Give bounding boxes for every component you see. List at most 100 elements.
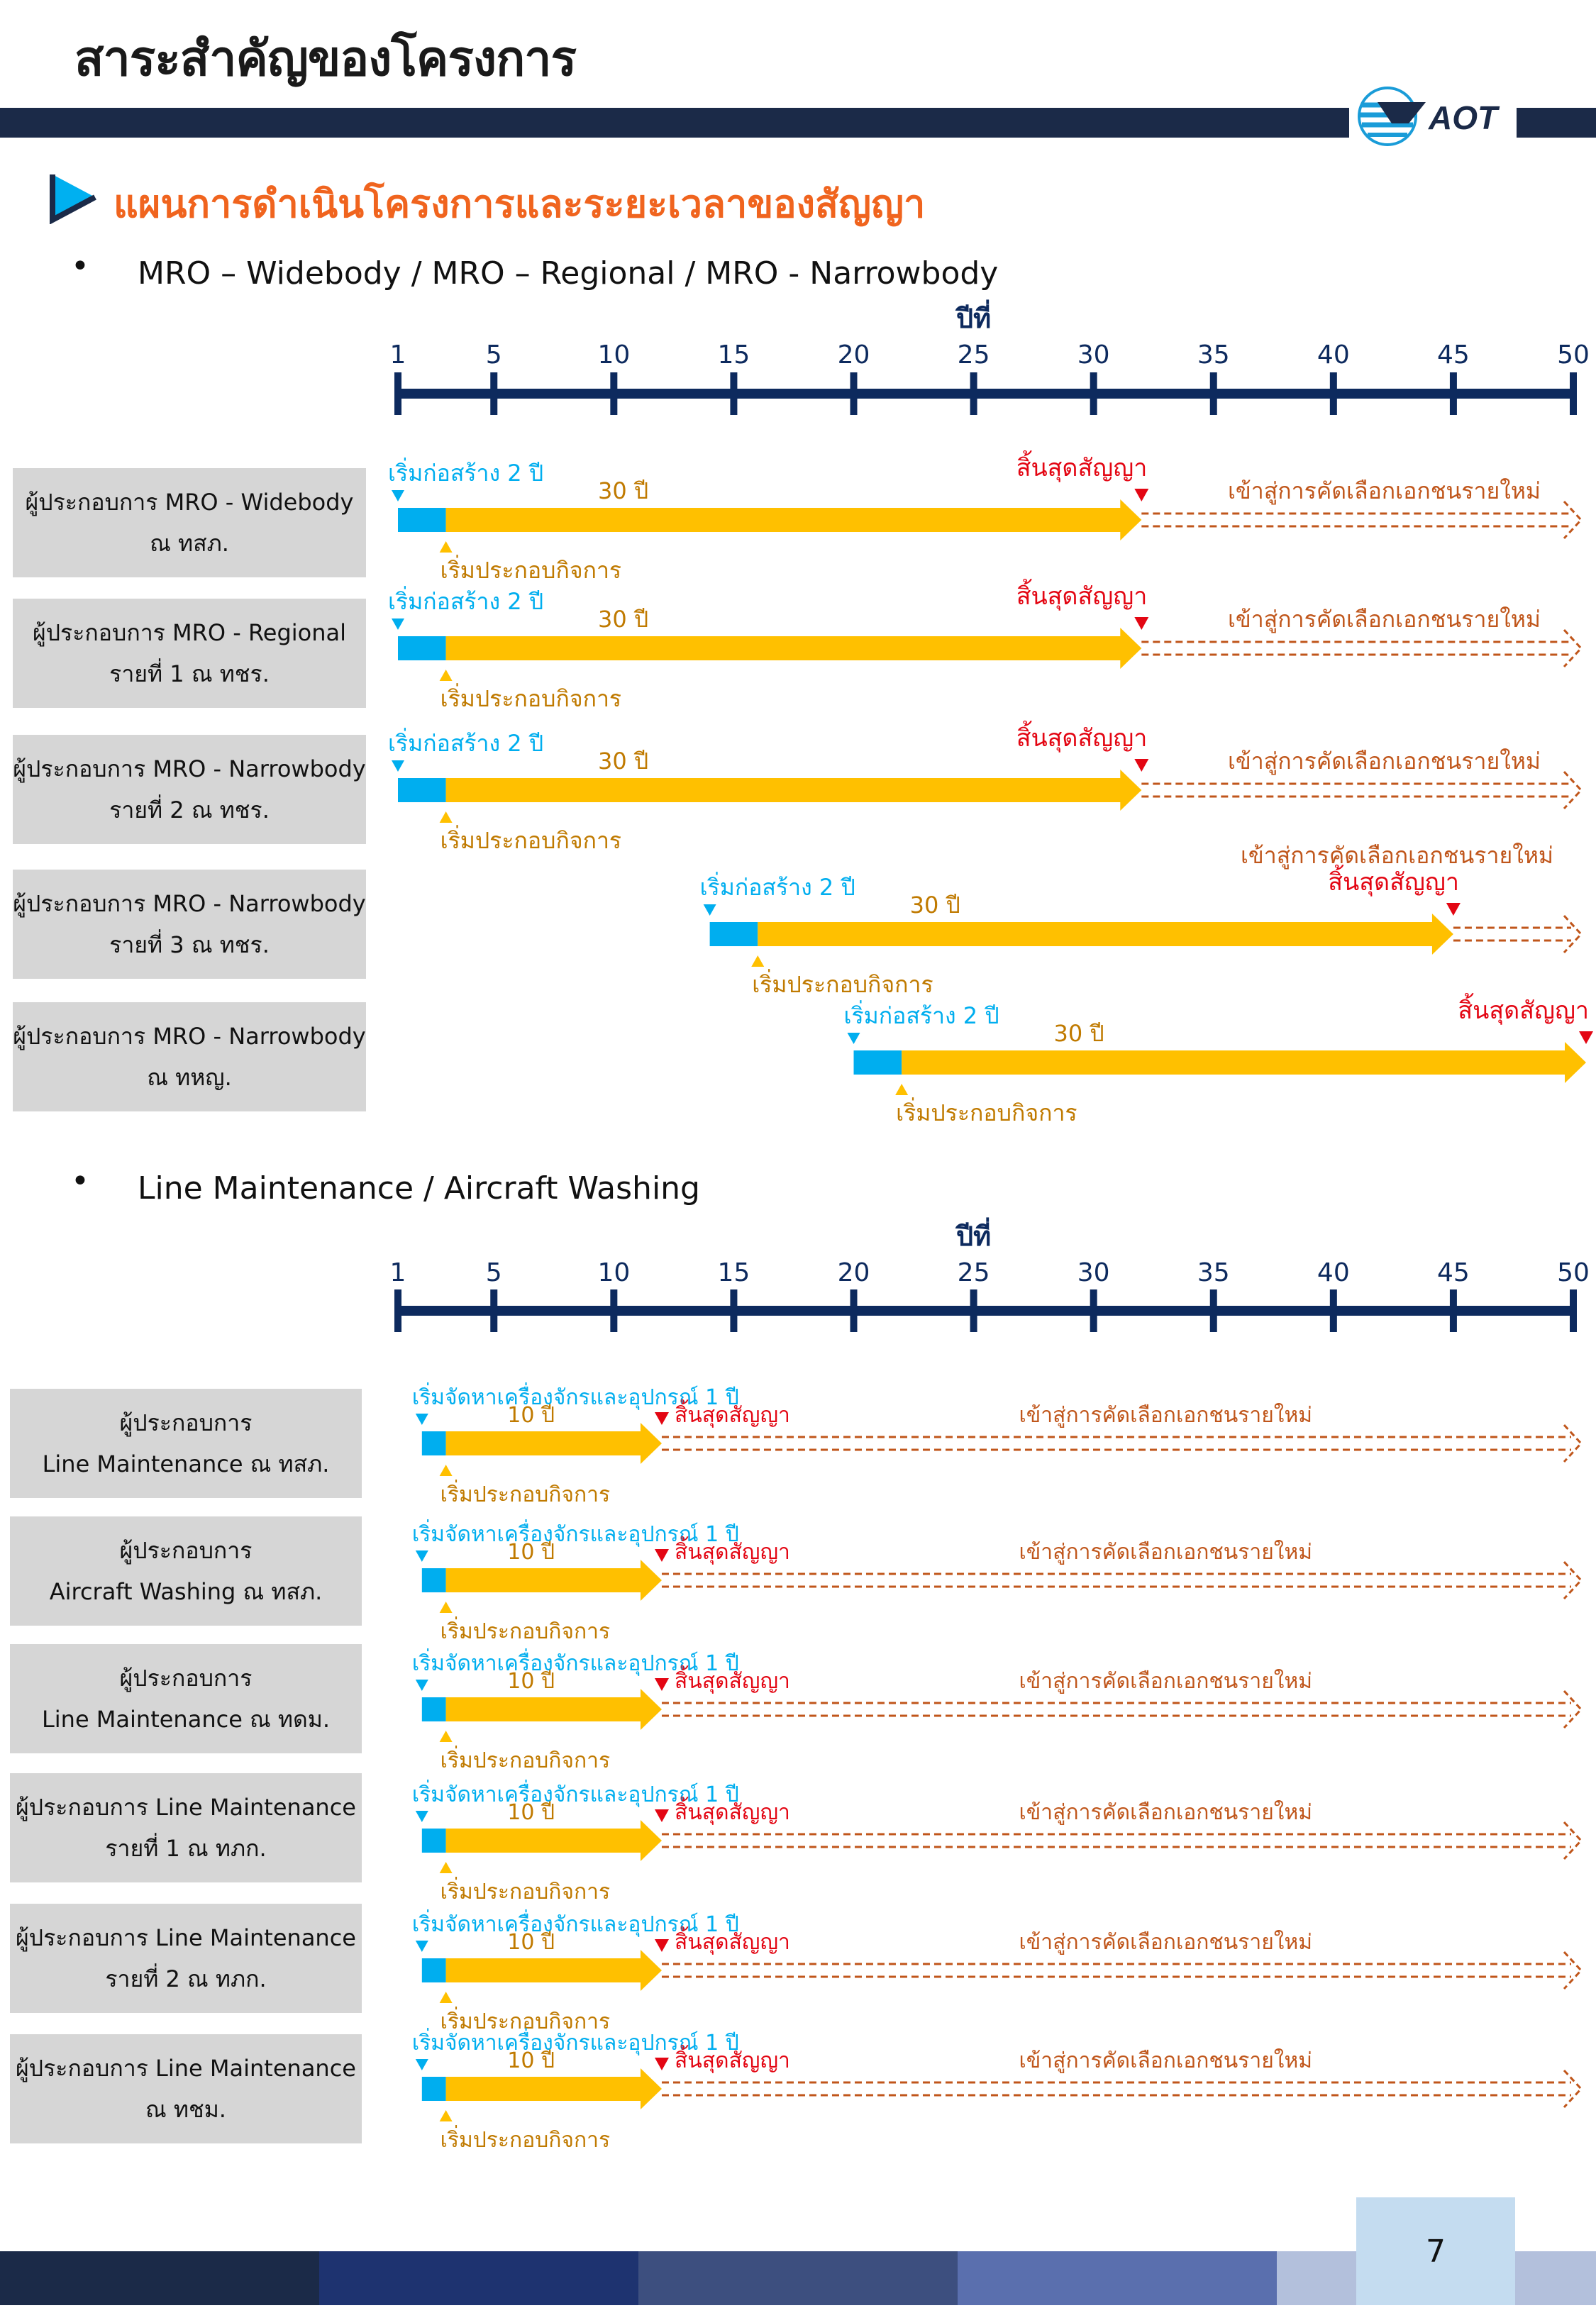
operator-name: ผู้ประกอบการ MRO - Narrowbody	[13, 890, 366, 917]
operator-location: ณ ทสภ.	[150, 530, 229, 557]
operator-name: ผู้ประกอบการ	[119, 1665, 253, 1692]
operation-start-label: เริ่มประกอบกิจการ	[440, 555, 621, 584]
operation-start-marker-icon	[439, 1465, 453, 1476]
operator-location: Aircraft Washing ณ ทสภ.	[49, 1578, 323, 1605]
contract-end-label: สิ้นสุดสัญญา	[675, 1399, 790, 1428]
duration-label: 10 ปี	[507, 2048, 555, 2073]
bullet-icon: •	[71, 248, 89, 284]
page-number: 7	[1356, 2197, 1515, 2305]
new-selection-arrowhead	[1563, 770, 1583, 810]
operator-name: ผู้ประกอบการ MRO - Narrowbody	[13, 1023, 366, 1050]
axis-tick-label: 25	[958, 340, 990, 370]
footer-band-segment	[319, 2251, 638, 2305]
new-selection-arrowhead	[1563, 628, 1583, 668]
axis-tick-label: 40	[1317, 340, 1350, 370]
aot-globe-logo-icon: AOT	[1358, 87, 1500, 146]
start-marker-icon	[415, 1414, 428, 1425]
start-label: เริ่มก่อสร้าง 2 ปี	[844, 1000, 999, 1029]
timeline-row: เริ่มจัดหาเครื่องจักรและอุปกรณ์ 1 ปี10 ป…	[412, 2028, 1583, 2153]
construction-segment	[853, 1050, 902, 1075]
duration-label: 10 ปี	[507, 1930, 555, 1955]
operation-start-marker-icon	[439, 1731, 453, 1742]
operator-name: ผู้ประกอบการ Line Maintenance	[16, 1794, 356, 1821]
contract-end-label: สิ้นสุดสัญญา	[1458, 993, 1589, 1025]
axis-tick-label: 40	[1317, 1258, 1350, 1287]
timeline-row: เริ่มก่อสร้าง 2 ปี30 ปีเริ่มประกอบกิจการ…	[388, 579, 1583, 712]
contract-end-marker-icon	[1134, 617, 1149, 630]
operator-label-box: ผู้ประกอบการ MRO - Regional รายที่ 1 ณ ทช…	[13, 599, 366, 708]
timeline-row: เริ่มจัดหาเครื่องจักรและอุปกรณ์ 1 ปี10 ป…	[412, 1519, 1583, 1644]
axis-tick-label: 30	[1077, 340, 1110, 370]
operator-label-box: ผู้ประกอบการ MRO - Widebody ณ ทสภ.	[13, 468, 366, 577]
operator-name: ผู้ประกอบการ Line Maintenance	[16, 2055, 356, 2082]
start-label: เริ่มก่อสร้าง 2 ปี	[700, 872, 855, 901]
operation-start-marker-icon	[439, 1602, 453, 1613]
start-label: เริ่มก่อสร้าง 2 ปี	[388, 586, 543, 615]
contract-end-marker-icon	[1579, 1031, 1593, 1044]
timeline-row: เริ่มก่อสร้าง 2 ปี30 ปีเริ่มประกอบกิจการ…	[388, 450, 1583, 584]
contract-end-marker-icon	[654, 1939, 669, 1952]
duration-label: 30 ปี	[910, 892, 960, 919]
bullet-icon: •	[71, 1163, 89, 1199]
contract-end-label: สิ้นสุดสัญญา	[675, 1797, 790, 1826]
operation-start-marker-icon	[439, 2110, 453, 2121]
duration-label: 10 ปี	[507, 1540, 555, 1565]
new-selection-label: เข้าสู่การคัดเลือกเอกชนรายใหม่	[1228, 748, 1541, 775]
duration-label: 30 ปี	[1054, 1020, 1104, 1047]
operation-start-marker-icon	[439, 670, 453, 681]
timeline-row: เริ่มก่อสร้าง 2 ปี30 ปีเริ่มประกอบกิจการ…	[844, 993, 1593, 1126]
contract-end-label: สิ้นสุดสัญญา	[675, 1926, 790, 1955]
contract-end-label: สิ้นสุดสัญญา	[675, 2045, 790, 2074]
operation-arrow	[445, 1423, 662, 1464]
operation-start-label: เริ่มประกอบกิจการ	[440, 683, 621, 712]
operation-start-marker-icon	[439, 1992, 453, 2003]
operation-arrow	[445, 499, 1142, 540]
start-marker-icon	[703, 904, 716, 916]
start-marker-icon	[415, 1680, 428, 1691]
operator-name: ผู้ประกอบการ MRO - Regional	[32, 619, 346, 646]
operator-label-box: ผู้ประกอบการ Aircraft Washing ณ ทสภ.	[10, 1516, 362, 1626]
operator-location: รายที่ 1 ณ ทชร.	[109, 660, 270, 687]
operation-start-marker-icon	[439, 811, 453, 823]
start-label: เริ่มก่อสร้าง 2 ปี	[388, 457, 543, 487]
operation-start-marker-icon	[751, 955, 765, 967]
axis-title: ปีที่	[955, 299, 991, 334]
contract-end-marker-icon	[1134, 489, 1149, 501]
construction-segment	[421, 1958, 446, 1982]
operation-arrow	[902, 1042, 1586, 1083]
axis-tick-label: 15	[718, 1258, 750, 1287]
operator-name: ผู้ประกอบการ	[119, 1537, 253, 1564]
start-label: เริ่มจัดหาเครื่องจักรและอุปกรณ์ 1 ปี	[412, 2028, 739, 2056]
operation-start-label: เริ่มประกอบกิจการ	[440, 2125, 611, 2153]
new-selection-arrowhead	[1563, 2069, 1583, 2109]
new-selection-arrowhead	[1563, 1951, 1583, 1990]
play-triangle-icon	[48, 170, 99, 227]
operation-arrow	[445, 770, 1142, 811]
new-selection-label: เข้าสู่การคัดเลือกเอกชนรายใหม่	[1019, 1669, 1312, 1694]
operation-arrow	[445, 628, 1142, 669]
operator-location: รายที่ 3 ณ ทชร.	[109, 931, 270, 958]
page-title: สาระสำคัญของโครงการ	[74, 31, 577, 87]
construction-segment	[421, 1829, 446, 1853]
contract-end-marker-icon	[654, 1678, 669, 1691]
construction-segment	[709, 922, 758, 946]
footer-band-segment	[0, 2251, 319, 2305]
contract-end-label: สิ้นสุดสัญญา	[1016, 579, 1148, 611]
new-selection-label: เข้าสู่การคัดเลือกเอกชนรายใหม่	[1228, 606, 1541, 633]
new-selection-arrowhead	[1563, 1560, 1583, 1600]
operation-arrow	[445, 1950, 662, 1991]
start-marker-icon	[415, 1550, 428, 1562]
footer-band-segment	[638, 2251, 958, 2305]
new-selection-arrowhead	[1563, 1424, 1583, 1463]
operator-name: ผู้ประกอบการ MRO - Widebody	[25, 489, 354, 516]
contract-end-marker-icon	[654, 1549, 669, 1562]
start-marker-icon	[392, 490, 404, 501]
axis-tick-label: 10	[597, 340, 630, 370]
construction-segment	[398, 778, 446, 802]
